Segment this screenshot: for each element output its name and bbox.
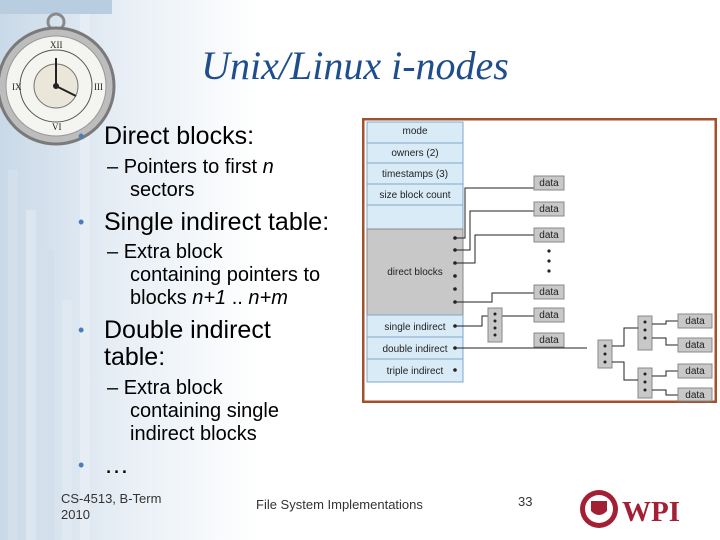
data-label: data — [685, 366, 705, 377]
data-label: data — [539, 230, 559, 241]
bullet-marker: • — [78, 212, 85, 232]
data-label: data — [539, 204, 559, 215]
sub-text-italic: n+1 — [192, 287, 227, 309]
pocket-watch-image: XII III VI IX — [0, 0, 116, 146]
dash: – — [107, 156, 124, 178]
data-blocks-column-2 — [677, 313, 713, 402]
svg-text:IX: IX — [12, 82, 22, 92]
sub-text-italic: n+m — [248, 287, 288, 309]
field-mode: mode — [402, 126, 427, 137]
field-owners: owners (2) — [391, 148, 438, 159]
footer-year: 2010 — [61, 507, 90, 522]
data-label: data — [685, 390, 705, 401]
data-label: data — [685, 316, 705, 327]
bullet-text: Single indirect table: — [104, 208, 330, 236]
sub-bullet-single: – Extra block containing pointers to blo… — [107, 241, 320, 310]
inode-header-fields — [366, 121, 464, 230]
sub-text: .. — [226, 287, 249, 309]
footer-topic: File System Implementations — [256, 497, 423, 512]
inode-diagram: mode owners (2) timestamps (3) size bloc… — [362, 118, 717, 403]
dash: – — [107, 241, 124, 263]
sub-text: blocks — [130, 287, 193, 309]
indirect-block — [637, 315, 653, 351]
page-number: 33 — [518, 494, 533, 509]
data-label: data — [539, 178, 559, 189]
sub-text: Pointers to first — [123, 156, 263, 178]
bullet-marker: • — [78, 455, 85, 475]
indirect-fields — [366, 314, 464, 383]
bullet-text: … — [104, 451, 129, 479]
svg-text:III: III — [94, 82, 103, 92]
sub-text: indirect blocks — [130, 423, 257, 445]
slide-title: Unix/Linux i-nodes — [201, 43, 509, 88]
sub-text: containing pointers to — [130, 264, 321, 286]
field-single-indirect: single indirect — [384, 322, 445, 333]
bullet-text: Double indirect — [104, 316, 271, 344]
field-triple-indirect: triple indirect — [387, 366, 444, 377]
bullet-text: table: — [104, 343, 166, 371]
footer-course: CS-4513, B-Term — [61, 491, 162, 506]
sub-bullet-direct: – Pointers to first n sectors — [107, 156, 274, 202]
wpi-logo: WPI — [580, 490, 680, 528]
data-label: data — [539, 335, 559, 346]
sub-bullet-double: – Extra block containing single indirect… — [107, 377, 279, 446]
bullet-marker: • — [78, 126, 85, 146]
bullet-text: Direct blocks: — [104, 122, 255, 150]
field-double-indirect: double indirect — [382, 344, 447, 355]
wpi-logo-text: WPI — [622, 496, 680, 528]
sub-text: Extra block — [123, 241, 223, 263]
data-label: data — [539, 287, 559, 298]
sub-text: sectors — [130, 179, 195, 201]
data-label: data — [685, 340, 705, 351]
field-timestamps: timestamps (3) — [382, 169, 448, 180]
bullet-marker: • — [78, 320, 85, 340]
svg-text:VI: VI — [52, 122, 62, 132]
svg-text:XII: XII — [50, 40, 63, 50]
sub-text: containing single — [130, 400, 279, 422]
single-indirect-block — [487, 307, 503, 343]
data-blocks-column-1 — [533, 175, 565, 348]
data-label: data — [539, 310, 559, 321]
direct-blocks-region — [366, 228, 464, 316]
decorative-side-bars — [8, 0, 90, 540]
sub-text-italic: n — [262, 156, 274, 178]
sub-text: Extra block — [123, 377, 223, 399]
dash: – — [107, 377, 124, 399]
field-direct-blocks: direct blocks — [387, 267, 443, 278]
field-size-block-count: size block count — [379, 190, 450, 201]
